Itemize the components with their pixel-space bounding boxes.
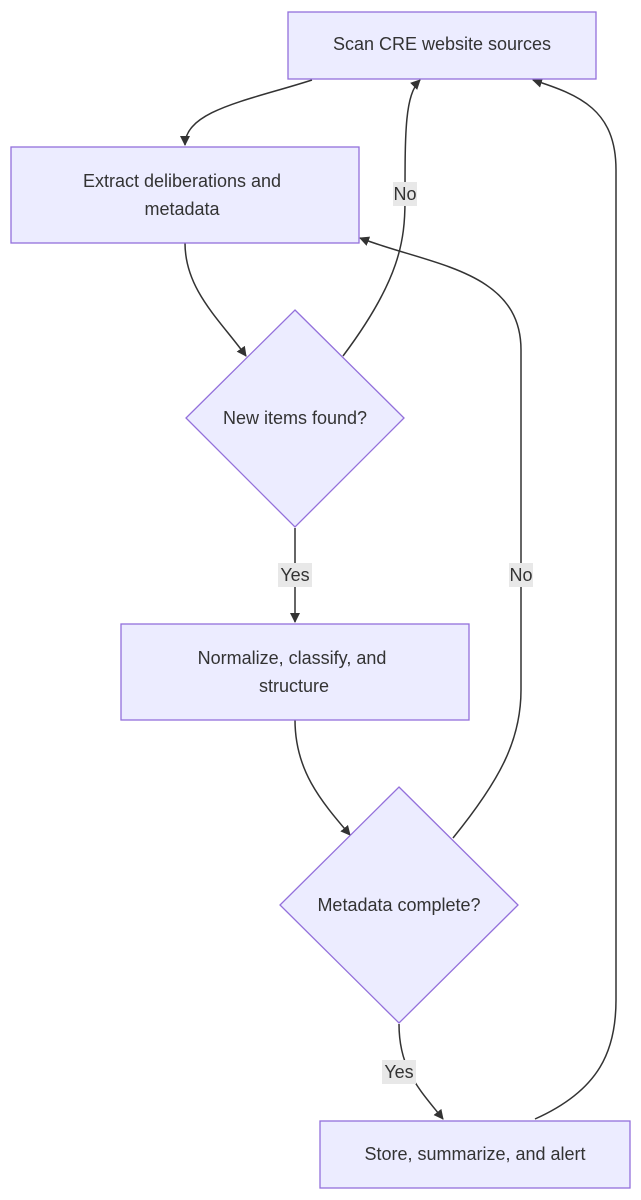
node-label: Metadata complete? xyxy=(317,895,480,915)
edge-normalize-to-metadata-complete xyxy=(294,719,351,836)
node-box xyxy=(120,623,470,721)
node-store-summarize-alert: Store, summarize, and alert xyxy=(319,1120,631,1189)
node-normalize-classify: Normalize, classify, and structure xyxy=(120,623,470,721)
edge-extract-to-new-items xyxy=(184,242,247,357)
edge-label-background xyxy=(278,563,312,587)
edge-label-metadata-yes: Yes xyxy=(382,1060,416,1084)
edge-label-text: No xyxy=(509,565,532,585)
node-box xyxy=(287,11,597,80)
edge-label-background xyxy=(509,563,533,587)
decision-diamond xyxy=(185,309,405,528)
node-label: Scan CRE website sources xyxy=(333,34,551,54)
edge-label-text: No xyxy=(393,184,416,204)
edge-metadata-complete-no-to-extract xyxy=(359,236,522,839)
node-label-line-2: structure xyxy=(259,676,329,696)
node-box xyxy=(10,146,360,244)
edge-label-background xyxy=(393,182,417,206)
node-metadata-complete-decision: Metadata complete? xyxy=(279,786,519,1024)
nodes: Scan CRE website sources Extract deliber… xyxy=(10,11,631,1189)
edge-label-metadata-no: No xyxy=(509,563,533,587)
node-label-line-1: Extract deliberations and xyxy=(83,171,281,191)
node-label-line-1: Normalize, classify, and xyxy=(198,648,387,668)
node-scan-sources: Scan CRE website sources xyxy=(287,11,597,80)
edge-label-text: Yes xyxy=(384,1062,413,1082)
node-label-line-2: metadata xyxy=(144,199,220,219)
node-label: Store, summarize, and alert xyxy=(364,1144,585,1164)
node-new-items-decision: New items found? xyxy=(185,309,405,528)
edge-scan-to-extract xyxy=(180,79,313,146)
edge-label-background xyxy=(382,1060,416,1084)
decision-diamond xyxy=(279,786,519,1024)
edge-label-text: Yes xyxy=(280,565,309,585)
edge-label-new-items-no: No xyxy=(393,182,417,206)
node-extract-deliberations: Extract deliberations and metadata xyxy=(10,146,360,244)
edge-store-to-scan xyxy=(532,77,617,1120)
node-label: New items found? xyxy=(223,408,367,428)
edge-labels: No Yes No Yes xyxy=(278,182,533,1084)
node-box xyxy=(319,1120,631,1189)
edge-label-new-items-yes: Yes xyxy=(278,563,312,587)
